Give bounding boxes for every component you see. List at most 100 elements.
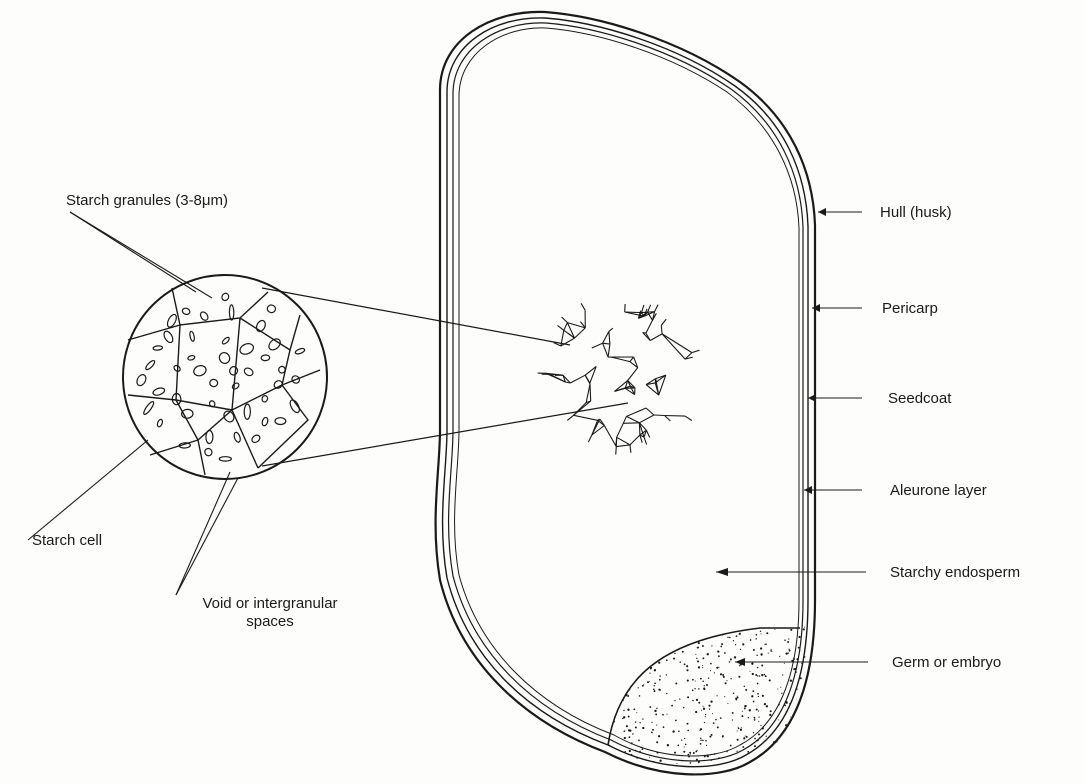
germ-dot <box>610 677 612 679</box>
germ-dot <box>789 703 791 705</box>
germ-dot <box>698 762 699 763</box>
germ-dot <box>608 651 609 652</box>
germ-dot <box>622 669 624 671</box>
germ-dot <box>658 689 660 691</box>
germ-dot <box>660 645 662 647</box>
germ-dot <box>706 626 707 627</box>
germ-dot <box>666 659 668 661</box>
germ-dot <box>673 658 675 660</box>
starch-granule <box>209 379 218 387</box>
germ-dot <box>656 714 657 715</box>
germ-dot <box>651 722 652 723</box>
germ-dot <box>649 757 650 758</box>
germ-dot <box>649 706 651 708</box>
cell-wall-segment <box>603 331 609 343</box>
germ-dot <box>758 710 759 711</box>
germ-dot <box>791 747 793 749</box>
germ-dot <box>798 647 800 649</box>
germ-dot <box>653 649 654 650</box>
cell-wall-segment <box>627 408 647 416</box>
germ-dot <box>697 750 698 751</box>
germ-dot <box>803 760 805 762</box>
cell-wall-tick <box>661 319 666 325</box>
germ-dot <box>760 633 761 634</box>
germ-dot <box>765 643 767 645</box>
germ-dot <box>636 712 637 713</box>
germ-dot <box>791 731 793 733</box>
germ-dot <box>626 647 627 648</box>
germ-dot <box>754 717 756 719</box>
germ-dot <box>711 645 712 646</box>
germ-dot <box>740 759 741 760</box>
germ-dot <box>642 718 643 719</box>
germ-dot <box>684 663 686 665</box>
germ-dot <box>683 707 684 708</box>
germ-dot <box>676 763 678 765</box>
germ-dot <box>633 646 634 647</box>
germ-dot <box>619 657 620 658</box>
germ-dot <box>762 757 764 759</box>
germ-dot <box>740 649 741 650</box>
germ-dot <box>760 725 761 726</box>
cell-wall-tick <box>665 416 671 422</box>
germ-dot <box>795 671 797 673</box>
germ-dot <box>689 752 691 754</box>
germ-dot <box>788 638 789 639</box>
germ-dot <box>730 658 732 660</box>
germ-dot <box>667 744 669 746</box>
cell-wall-segment <box>603 343 610 344</box>
starch-granule <box>182 307 191 315</box>
starch-granule <box>203 447 213 457</box>
germ-dot <box>762 695 764 697</box>
germ-dot <box>760 631 761 632</box>
germ-dot <box>777 688 778 689</box>
germ-dot <box>612 717 613 718</box>
germ-dot <box>786 702 788 704</box>
germ-dot <box>621 634 622 635</box>
germ-dot <box>782 674 783 675</box>
germ-dot <box>622 718 623 719</box>
germ-dot <box>629 681 631 683</box>
germ-dot <box>697 647 699 649</box>
germ-dot <box>768 653 769 654</box>
germ-dot <box>661 624 663 626</box>
cell-wall-segment <box>661 325 662 334</box>
germ-dot <box>700 743 702 745</box>
germ-dot <box>792 741 794 743</box>
germ-dot <box>653 659 655 661</box>
germ-dot <box>696 658 697 659</box>
label-seedcoat: Seedcoat <box>888 390 951 408</box>
germ-region <box>604 624 805 769</box>
germ-dot <box>707 653 709 655</box>
germ-dot <box>702 681 704 683</box>
germ-dot <box>764 674 766 676</box>
cell-wall-segment <box>654 415 665 416</box>
label-endosperm: Starchy endosperm <box>890 564 1020 582</box>
germ-dot <box>756 634 758 636</box>
cell-wall-segment <box>646 408 654 415</box>
cell-wall-tick <box>616 447 617 455</box>
germ-dot <box>679 661 680 662</box>
cell-wall-segment <box>627 416 640 422</box>
germ-dot <box>654 710 656 712</box>
germ-dot <box>738 728 740 730</box>
germ-dot <box>637 624 639 626</box>
germ-dot <box>752 673 754 675</box>
cell-wall-segment <box>592 343 603 348</box>
germ-dot <box>721 643 723 645</box>
germ-dot <box>745 689 747 691</box>
germ-dot <box>631 626 633 628</box>
germ-dot <box>771 651 772 652</box>
starch-granule <box>142 400 155 415</box>
germ-dot <box>623 710 624 711</box>
germ-dot <box>800 677 802 679</box>
germ-dot <box>639 722 640 723</box>
germ-dot <box>683 751 685 753</box>
germ-dot <box>693 752 695 754</box>
germ-dot <box>606 716 607 717</box>
starch-granule <box>243 367 254 378</box>
germ-dot <box>626 654 628 656</box>
germ-dot <box>721 629 723 631</box>
germ-dot <box>618 685 619 686</box>
